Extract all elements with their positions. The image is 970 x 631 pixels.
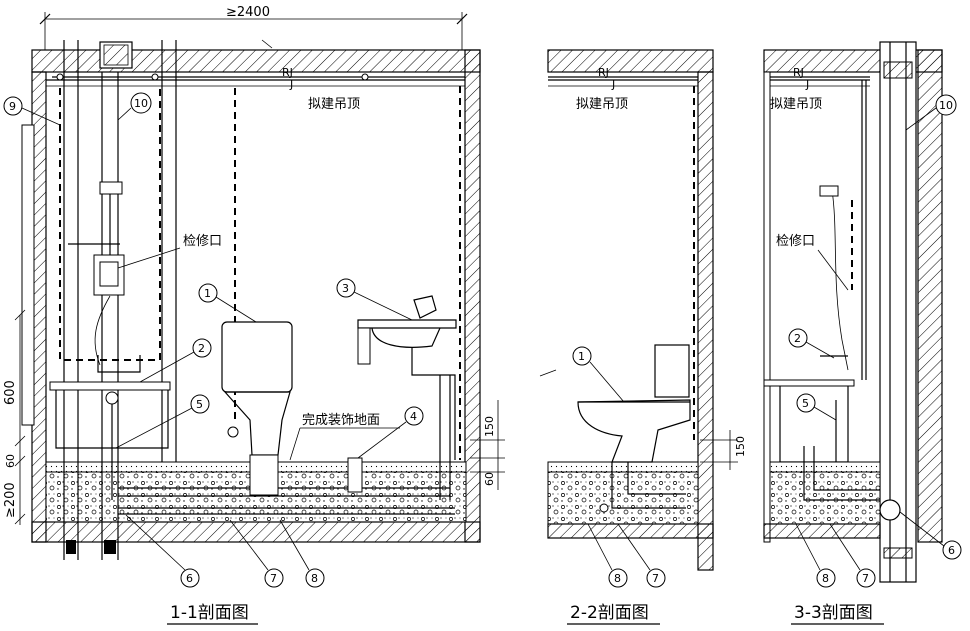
access-port-label-3-3: 检修口 (776, 234, 815, 249)
marker-1-s2: 1 (578, 350, 585, 363)
ceiling-label-2-2: 拟建吊顶 (576, 97, 628, 112)
marker-9: 9 (9, 100, 16, 113)
section-title-2-2: 2-2剖面图 (570, 603, 649, 623)
marker-8-s3: 8 (822, 572, 829, 585)
dim-60: 60 (4, 454, 17, 468)
marker-7-s3: 7 (862, 572, 869, 585)
label-j-3: J (805, 78, 809, 91)
marker-6: 6 (186, 572, 193, 585)
label-j-2: J (611, 78, 615, 91)
dim-overall-width: ≥2400 (226, 5, 270, 20)
marker-10-s3: 10 (939, 99, 953, 112)
access-port-label-1-1: 检修口 (183, 234, 222, 249)
marker-3: 3 (342, 282, 349, 295)
dim-600: 600 (3, 380, 18, 405)
marker-6-s3: 6 (948, 544, 955, 557)
dim-200: ≥200 (3, 482, 18, 518)
dim-150-right: 150 (483, 416, 496, 437)
marker-2: 2 (198, 342, 205, 355)
label-j-1: J (289, 78, 293, 91)
ceiling-label-1-1: 拟建吊顶 (308, 97, 360, 112)
dim-60-right: 60 (483, 472, 496, 486)
section-3-3: RJ J 拟建吊顶 检修口 10 2 5 (763, 41, 962, 625)
ceiling-label-3-3: 拟建吊顶 (770, 97, 822, 112)
marker-5-s3: 5 (802, 397, 809, 410)
marker-10: 10 (134, 97, 148, 110)
marker-1: 1 (204, 287, 211, 300)
section-title-1-1: 1-1剖面图 (170, 603, 249, 623)
marker-7: 7 (270, 572, 277, 585)
dim-150-s2: 150 (734, 436, 747, 457)
label-rj-2: RJ (598, 66, 609, 79)
marker-4: 4 (410, 410, 417, 423)
label-rj-1: RJ (282, 66, 293, 79)
marker-2-s3: 2 (794, 332, 801, 345)
label-rj-3: RJ (793, 66, 804, 79)
section-1-1: ≥2400 RJ J (3, 5, 505, 625)
section-title-3-3: 3-3剖面图 (794, 603, 873, 623)
marker-8-s2: 8 (614, 572, 621, 585)
marker-8: 8 (311, 572, 318, 585)
section-2-2: RJ J 拟建吊顶 150 1 8 7 2-2剖面图 (539, 49, 747, 625)
marker-5: 5 (196, 398, 203, 411)
finished-floor-label: 完成装饰地面 (302, 413, 380, 428)
marker-7-s2: 7 (652, 572, 659, 585)
